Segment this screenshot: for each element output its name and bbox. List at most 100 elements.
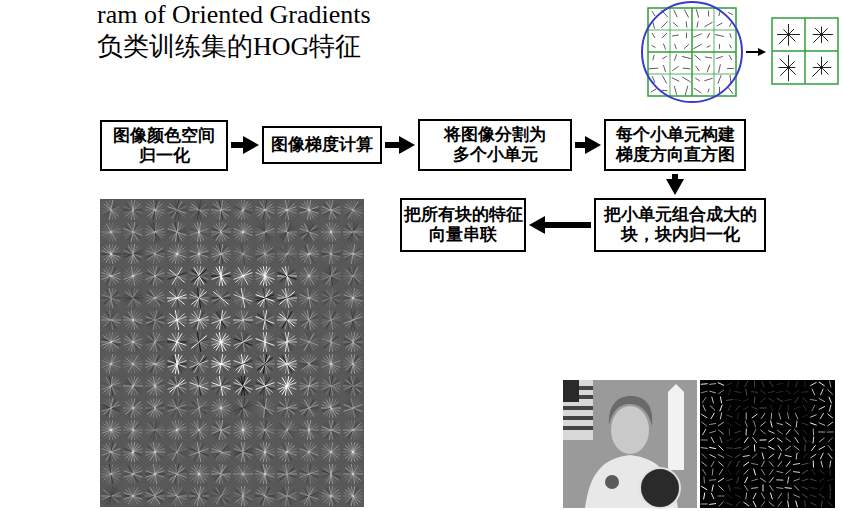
hog-stroke xyxy=(168,317,187,324)
photo-hog-stroke xyxy=(802,423,809,425)
photo-hog-stroke xyxy=(793,407,800,409)
photo-hog-stroke xyxy=(819,446,825,449)
hog-stroke xyxy=(102,207,121,214)
photo-hog-stroke xyxy=(819,406,825,409)
photo-hog-stroke xyxy=(718,486,723,491)
photo-hog-stroke xyxy=(712,485,713,492)
hog-stroke xyxy=(124,405,143,412)
hog-stroke xyxy=(212,361,231,368)
histogram-star xyxy=(821,68,822,75)
hog-stroke xyxy=(146,295,165,302)
flag xyxy=(563,380,593,440)
cell-grid xyxy=(648,8,736,96)
hog-stroke xyxy=(124,427,143,434)
photo-hog-stroke xyxy=(743,455,750,456)
gradient-arrow xyxy=(708,89,709,93)
photo-hog-stroke xyxy=(734,431,741,433)
hog-stroke xyxy=(124,493,143,500)
photo-hog-stroke xyxy=(785,399,792,400)
photo-hog-stroke xyxy=(828,501,833,506)
photo-hog-stroke xyxy=(812,389,815,395)
photo-hog-stroke xyxy=(769,461,774,466)
hog-stroke xyxy=(124,317,143,324)
photo-hog-stroke xyxy=(827,422,833,426)
photo-hog-stroke xyxy=(744,437,748,443)
process-box: 将图像分割为 多个小单元 xyxy=(418,119,572,171)
box-text: 将图像分割为 多个小单元 xyxy=(426,125,564,164)
hog-stroke xyxy=(168,207,187,214)
photo-hog-stroke xyxy=(761,413,765,419)
hog-stroke xyxy=(168,449,187,456)
hog-stroke xyxy=(212,471,231,478)
hog-stroke xyxy=(278,273,297,280)
photo-hog-stroke xyxy=(778,501,782,507)
hog-stroke xyxy=(234,229,253,236)
photo-hog-stroke xyxy=(737,477,740,484)
block-circle xyxy=(642,2,742,102)
gradient-arrow xyxy=(662,75,666,83)
histogram-star xyxy=(789,29,794,34)
photo-hog-stroke xyxy=(796,421,798,428)
hog-visualisation xyxy=(100,199,364,507)
photo-hog-stroke xyxy=(711,413,715,419)
photo-hog-stroke xyxy=(804,501,806,508)
photo-hog-stroke xyxy=(711,461,714,467)
gradient-arrow xyxy=(704,22,712,27)
photo-hog-stroke xyxy=(821,461,823,468)
hog-stroke xyxy=(322,493,341,500)
photo-hog-stroke xyxy=(728,461,732,467)
histogram-star xyxy=(789,35,796,42)
photo-hog-stroke xyxy=(776,487,783,489)
photo-hog-stroke xyxy=(785,438,791,442)
gradient-arrow xyxy=(696,9,698,18)
hog-stroke xyxy=(124,339,143,346)
histogram-star xyxy=(815,28,821,34)
photo-hog-stroke xyxy=(771,413,773,420)
hog-stroke xyxy=(344,339,363,346)
photo-hog-stroke xyxy=(726,383,732,386)
hog-stroke xyxy=(212,295,231,302)
photo-hog-stroke xyxy=(794,390,800,394)
hog-stroke xyxy=(322,383,341,390)
photo-hog-stroke xyxy=(720,413,722,420)
histogram-star xyxy=(822,28,828,34)
photo-hog-stroke xyxy=(737,381,739,388)
hog-stroke xyxy=(102,427,121,434)
photo-hog-stroke xyxy=(711,493,714,499)
photo-hog-stroke xyxy=(702,454,707,459)
photo-hog-stroke xyxy=(794,446,800,450)
hog-stroke xyxy=(212,317,231,324)
photo-hog-stroke xyxy=(718,383,724,386)
hog-stroke xyxy=(234,295,253,302)
photo-hog-stroke xyxy=(776,479,783,480)
histogram-star xyxy=(821,35,822,44)
hog-stroke xyxy=(344,229,363,236)
photo-hog-stroke xyxy=(795,397,799,403)
photo-hog-stroke xyxy=(785,487,792,489)
photo-hog-stroke xyxy=(811,454,817,458)
photo-hog-stroke xyxy=(754,397,756,404)
hog-stroke xyxy=(344,295,363,302)
flow-arrow xyxy=(672,174,678,179)
hog-stroke xyxy=(102,229,121,236)
photo-hog-stroke xyxy=(795,381,797,388)
photo-hog-stroke xyxy=(760,447,767,449)
photo-hog-stroke xyxy=(769,502,774,506)
hog-stroke xyxy=(102,339,121,346)
photo-hog-stroke xyxy=(829,485,831,492)
photo-hog-stroke xyxy=(828,438,833,443)
flow-arrow xyxy=(575,142,585,148)
photo-hog-stroke xyxy=(719,501,724,506)
gradient-arrow xyxy=(697,21,698,27)
gradient-arrow xyxy=(672,35,679,36)
hair xyxy=(609,396,652,426)
hog-stroke xyxy=(278,207,297,214)
flag-canton xyxy=(563,380,579,402)
photo-hog-stroke xyxy=(709,479,716,481)
photo-hog-stroke xyxy=(760,422,765,427)
hog-stroke xyxy=(212,251,231,258)
hog-stroke xyxy=(146,339,165,346)
patch xyxy=(605,475,619,489)
photo-hog-stroke xyxy=(701,447,708,449)
hog-stroke xyxy=(168,251,187,258)
